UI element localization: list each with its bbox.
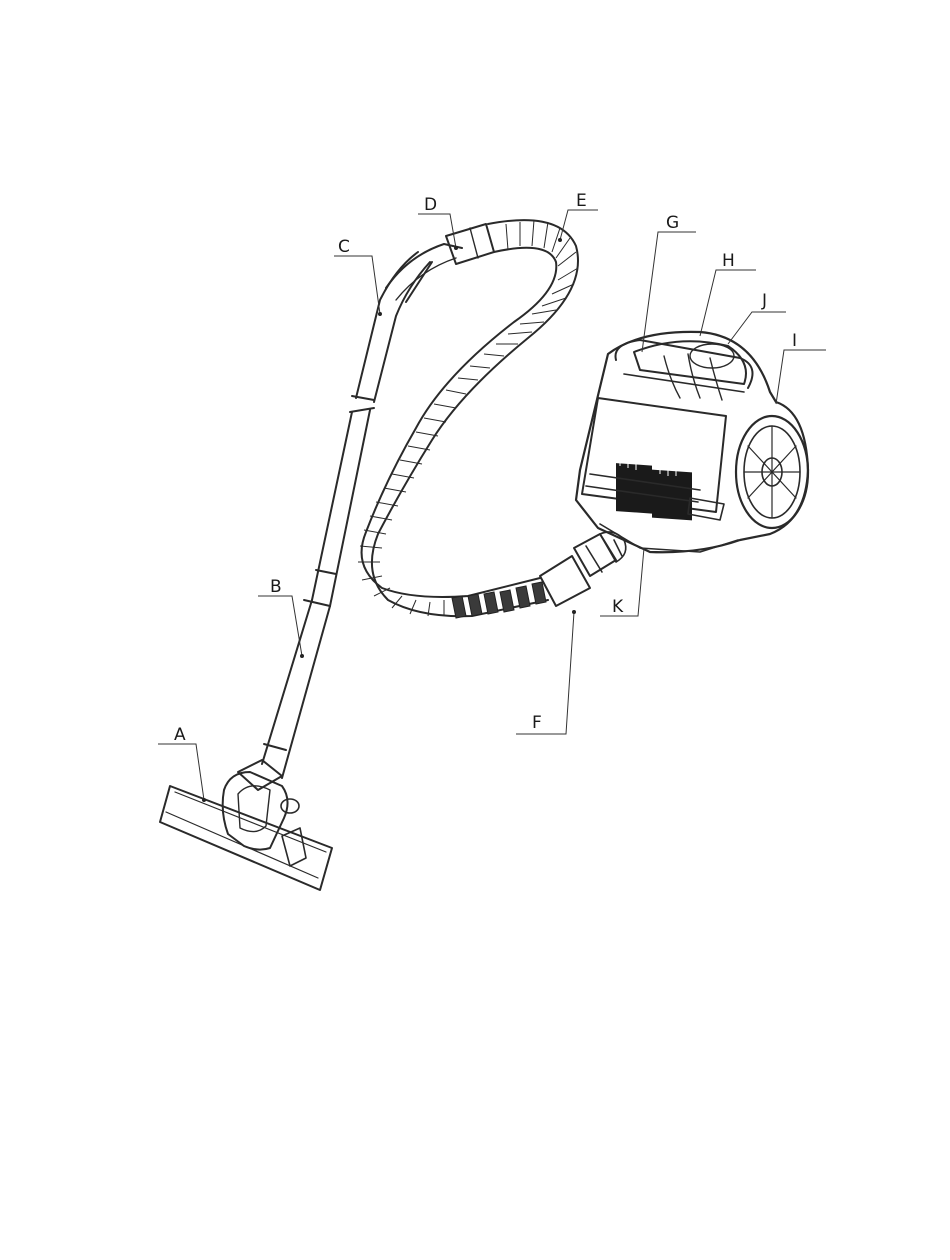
label-g: G: [666, 213, 679, 233]
label-h: H: [722, 251, 735, 271]
label-f: F: [532, 713, 542, 733]
label-d: D: [424, 195, 437, 215]
label-k: K: [612, 597, 624, 617]
hose-handle: [356, 244, 462, 402]
callout-leaders: [158, 210, 826, 800]
label-b: B: [270, 577, 282, 597]
leader-arrowheads: [202, 238, 576, 802]
label-c: C: [338, 237, 350, 257]
label-a: A: [174, 725, 186, 745]
floor-nozzle: [160, 760, 332, 890]
label-e: E: [576, 191, 587, 211]
label-i: I: [792, 331, 797, 351]
vacuum-body: [576, 332, 808, 556]
label-j: J: [761, 291, 767, 311]
hose-inlet-connector: [540, 532, 626, 606]
